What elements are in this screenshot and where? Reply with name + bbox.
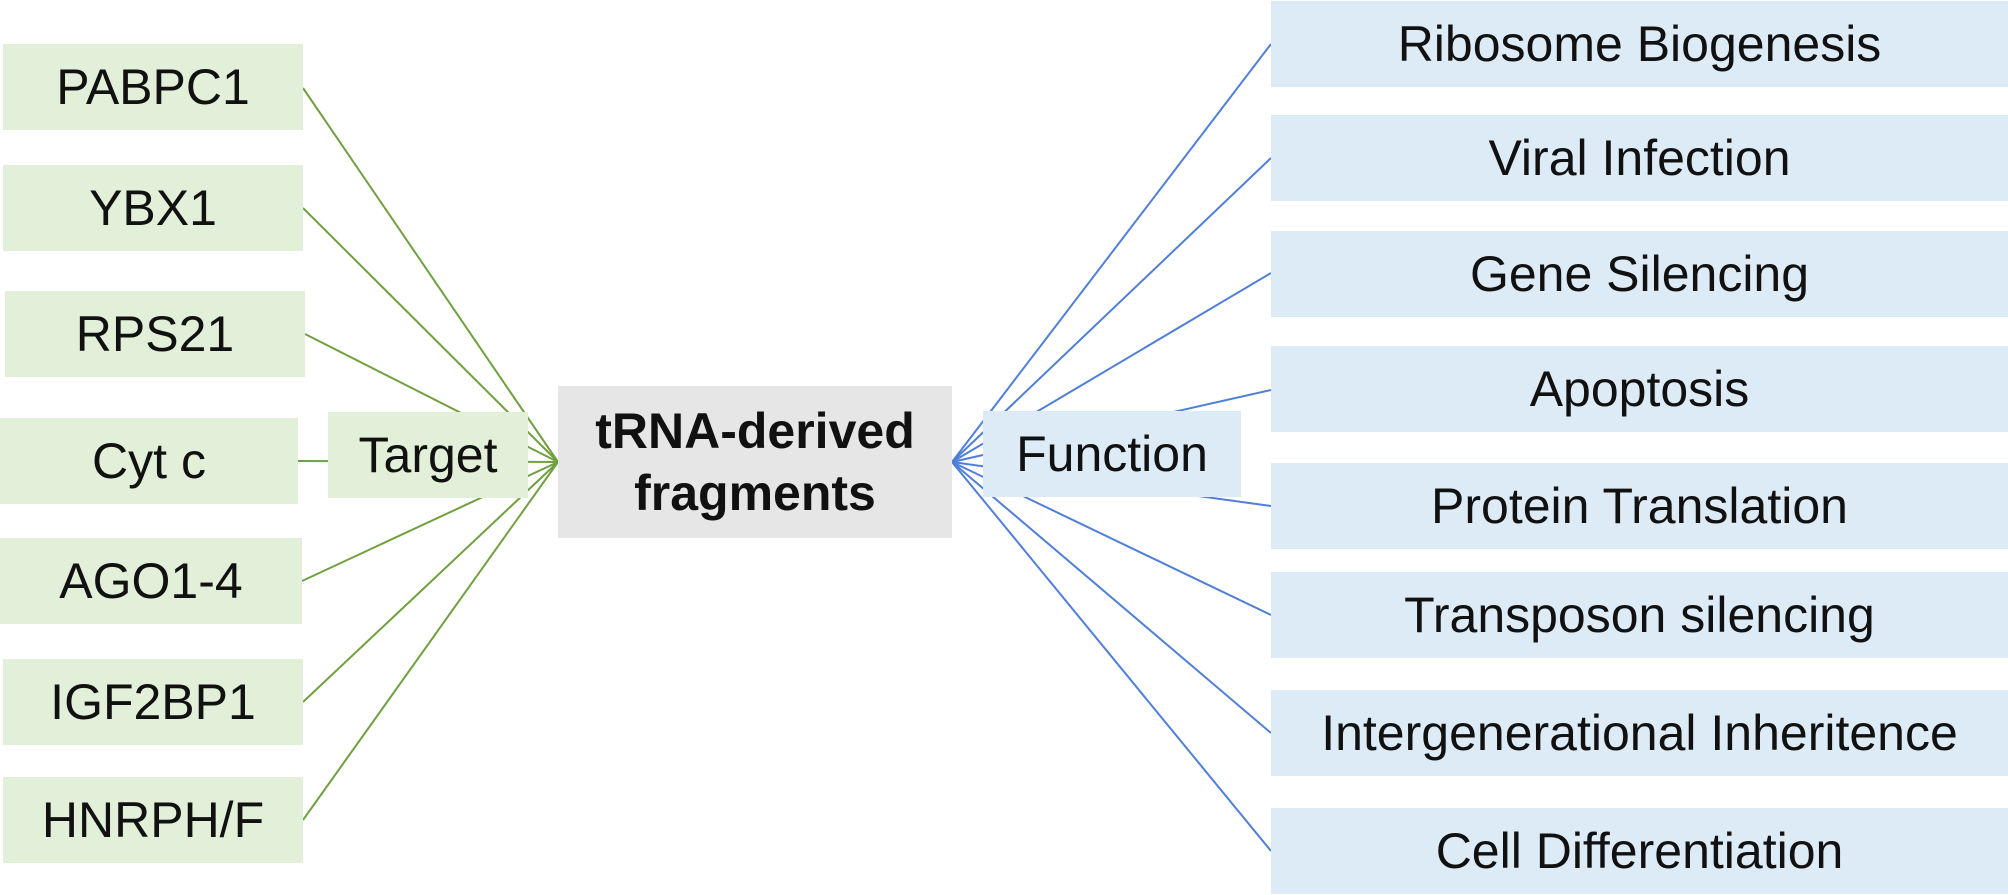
function-connector-7 <box>951 461 1272 852</box>
function-viral-infection: Viral Infection <box>1271 115 2008 201</box>
target-rps21: RPS21 <box>5 291 305 377</box>
target-cyt-c: Cyt c <box>0 418 298 504</box>
function-connector-6 <box>951 461 1272 734</box>
center-title-line1: tRNA-derived <box>595 402 915 459</box>
function-gene-silencing: Gene Silencing <box>1271 231 2008 317</box>
function-protein-translation: Protein Translation <box>1271 463 2008 549</box>
function-hub: Function <box>983 411 1241 497</box>
target-ybx1: YBX1 <box>3 165 303 251</box>
target-ago1-4: AGO1-4 <box>0 538 302 624</box>
function-apoptosis: Apoptosis <box>1271 346 2008 432</box>
function-ribosome-biogenesis: Ribosome Biogenesis <box>1271 1 2008 87</box>
function-connector-0 <box>951 43 1272 463</box>
target-connector-5 <box>302 461 559 703</box>
center-node: tRNA-derived fragments <box>558 386 952 538</box>
target-pabpc1: PABPC1 <box>3 44 303 130</box>
target-hnrph-f: HNRPH/F <box>3 777 303 863</box>
target-connector-0 <box>302 87 559 463</box>
target-hub: Target <box>328 412 528 498</box>
function-intergenerational-inheritence: Intergenerational Inheritence <box>1271 690 2008 776</box>
function-cell-differentiation: Cell Differentiation <box>1271 808 2008 894</box>
target-connector-6 <box>302 461 559 821</box>
center-title-line2: fragments <box>634 465 876 521</box>
target-igf2bp1: IGF2BP1 <box>3 659 303 745</box>
function-transposon-silencing: Transposon silencing <box>1271 572 2008 658</box>
